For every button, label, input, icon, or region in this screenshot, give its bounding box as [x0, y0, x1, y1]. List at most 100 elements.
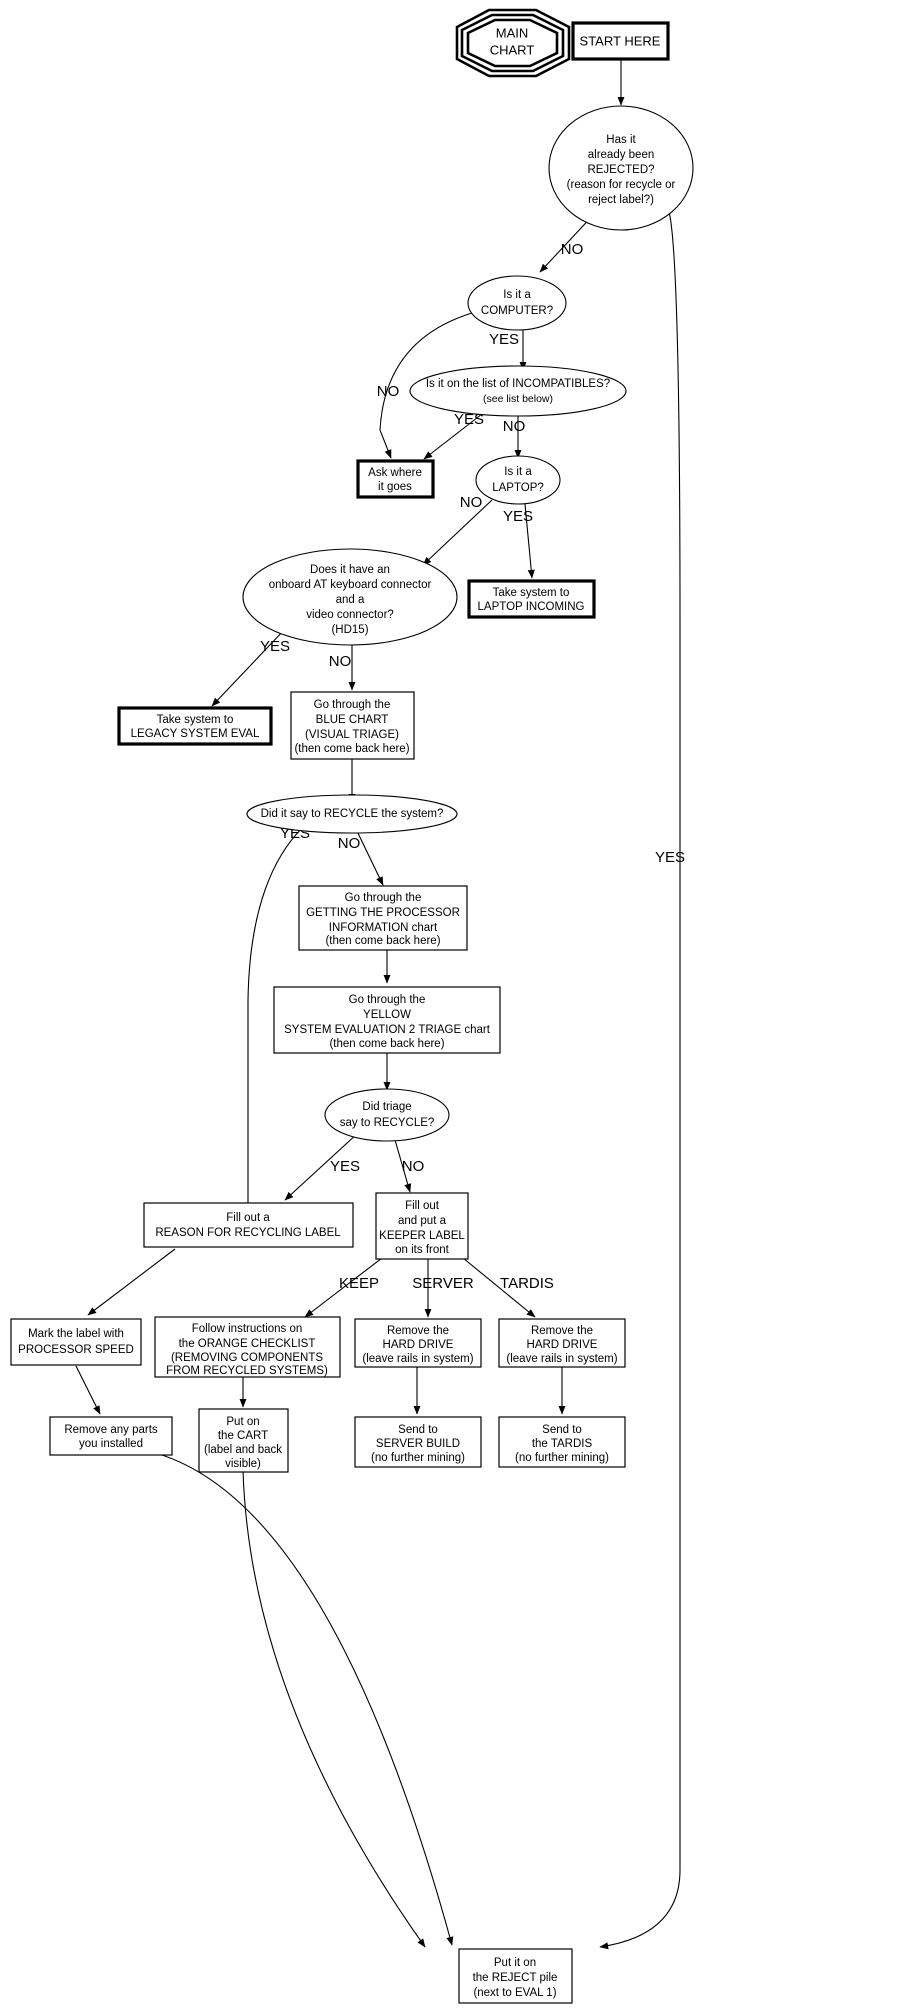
node-incompatibles[interactable]: Is it on the list of INCOMPATIBLES? (see… [409, 365, 627, 417]
orange-checklist-line2: the ORANGE CHECKLIST [179, 1338, 316, 1350]
edge-label-laptop-no: NO [460, 494, 483, 511]
node-laptop-incoming[interactable]: Take system to LAPTOP INCOMING [467, 579, 596, 619]
edge-label-rejected-yes: YES [655, 849, 685, 866]
remove-parts-box[interactable] [49, 1416, 173, 1456]
edge-laptop-no-to-atkbd [422, 499, 493, 566]
edge-triage-no-to-keeper [392, 1132, 412, 1193]
say-recycle-line1: Did it say to RECYCLE the system? [261, 808, 444, 820]
processor-info-box[interactable] [298, 885, 468, 951]
node-yellow-chart[interactable]: Go through the YELLOW SYSTEM EVALUATION … [273, 986, 501, 1054]
put-on-cart-line3: (label and back [204, 1444, 282, 1456]
node-ask-where[interactable]: Ask where it goes [356, 459, 435, 499]
yellow-chart-box[interactable] [273, 986, 501, 1054]
processor-info-line1: Go through the [345, 892, 422, 904]
rejected-line5: reject label?) [588, 194, 654, 206]
at-keyboard-line5: (HD15) [331, 624, 368, 636]
remove-hd-tardis-line2: HARD DRIVE [527, 1339, 598, 1351]
edge-label-keep: KEEP [339, 1275, 379, 1292]
reason-label-box[interactable] [143, 1202, 354, 1248]
is-computer-line2: COMPUTER? [481, 305, 553, 317]
edge-computer-no-to-ask-where [379, 312, 473, 459]
laptop-incoming-box[interactable] [467, 579, 596, 619]
tardis-box[interactable] [498, 1416, 626, 1468]
at-keyboard-line1: Does it have an [310, 564, 390, 576]
edge-reason-to-mark-label [87, 1248, 176, 1316]
node-server-build[interactable]: Send to SERVER BUILD (no further mining) [354, 1416, 482, 1468]
edges [75, 58, 681, 1950]
blue-chart-line2: BLUE CHART [316, 714, 389, 726]
node-reason-label[interactable]: Fill out a REASON FOR RECYCLING LABEL [143, 1202, 354, 1248]
triage-recycle-ellipse[interactable] [324, 1088, 450, 1142]
keeper-label-box[interactable] [375, 1192, 469, 1260]
edge-label-recycle-no: NO [338, 835, 361, 852]
blue-chart-box[interactable] [290, 691, 415, 760]
reject-pile-box[interactable] [458, 1948, 573, 2004]
edge-label-atkbd-yes: YES [260, 638, 290, 655]
server-build-box[interactable] [354, 1416, 482, 1468]
node-mark-label[interactable]: Mark the label with PROCESSOR SPEED [10, 1318, 142, 1366]
edge-labels: NO YES YES NO YES NO NO YES YES NO YES N… [260, 241, 685, 1292]
remove-hd-server-box[interactable] [354, 1318, 482, 1368]
start-here-box[interactable] [571, 21, 670, 61]
yellow-chart-line3: SYSTEM EVALUATION 2 TRIAGE chart [284, 1024, 491, 1036]
node-legacy-eval[interactable]: Take system to LEGACY SYSTEM EVAL [117, 706, 273, 746]
node-rejected[interactable]: Has it already been REJECTED? (reason fo… [548, 105, 694, 231]
incompatibles-line1: Is it on the list of INCOMPATIBLES? [426, 378, 610, 390]
node-keeper-label[interactable]: Fill out and put a KEEPER LABEL on its f… [375, 1192, 469, 1260]
is-computer-ellipse[interactable] [467, 275, 567, 331]
tardis-line2: the TARDIS [532, 1438, 593, 1450]
edge-label-computer-yes: YES [489, 331, 519, 348]
node-reject-pile[interactable]: Put it on the REJECT pile (next to EVAL … [458, 1948, 573, 2004]
put-on-cart-box[interactable] [198, 1408, 289, 1473]
edge-triage-yes-to-reason-label [284, 1132, 359, 1201]
node-remove-parts[interactable]: Remove any parts you installed [49, 1416, 173, 1456]
edge-label-laptop-yes: YES [503, 508, 533, 525]
laptop-incoming-line1: Take system to [493, 587, 570, 599]
node-remove-hd-server[interactable]: Remove the HARD DRIVE (leave rails in sy… [354, 1318, 482, 1368]
legacy-eval-box[interactable] [117, 706, 273, 746]
edge-mark-label-to-remove-parts [75, 1365, 101, 1415]
remove-hd-tardis-box[interactable] [498, 1318, 626, 1368]
node-is-computer[interactable]: Is it a COMPUTER? [467, 275, 567, 331]
say-recycle-ellipse[interactable] [246, 794, 458, 834]
legacy-eval-line1: Take system to [157, 714, 234, 726]
node-say-recycle[interactable]: Did it say to RECYCLE the system? [246, 794, 458, 834]
edge-label-incompat-yes: YES [454, 411, 484, 428]
incompatibles-ellipse[interactable] [409, 365, 627, 417]
node-blue-chart[interactable]: Go through the BLUE CHART (VISUAL TRIAGE… [290, 691, 415, 760]
processor-info-line2: GETTING THE PROCESSOR [306, 907, 460, 919]
edge-laptop-yes-to-laptop-incoming [524, 503, 535, 579]
node-orange-checklist[interactable]: Follow instructions on the ORANGE CHECKL… [154, 1316, 341, 1378]
at-keyboard-line2: onboard AT keyboard connector [269, 579, 432, 591]
node-put-on-cart[interactable]: Put on the CART (label and back visible) [198, 1408, 289, 1473]
at-keyboard-ellipse[interactable] [242, 548, 458, 646]
node-triage-recycle[interactable]: Did triage say to RECYCLE? [324, 1088, 450, 1142]
reject-pile-line1: Put it on [494, 1957, 536, 1969]
server-build-line3: (no further mining) [371, 1452, 465, 1464]
node-at-keyboard[interactable]: Does it have an onboard AT keyboard conn… [242, 548, 458, 646]
rejected-ellipse[interactable] [548, 105, 694, 231]
node-processor-info[interactable]: Go through the GETTING THE PROCESSOR INF… [298, 885, 468, 951]
node-start-here[interactable]: START HERE [571, 21, 670, 61]
ask-where-box[interactable] [356, 459, 435, 499]
at-keyboard-line3: and a [336, 594, 365, 606]
node-remove-hd-tardis[interactable]: Remove the HARD DRIVE (leave rails in sy… [498, 1318, 626, 1368]
rejected-line3: REJECTED? [587, 164, 654, 176]
orange-checklist-line3: (REMOVING COMPONENTS [171, 1352, 323, 1364]
mark-label-box[interactable] [10, 1318, 142, 1366]
blue-chart-line3: (VISUAL TRIAGE) [305, 729, 399, 741]
remove-parts-line1: Remove any parts [64, 1424, 158, 1436]
tardis-line3: (no further mining) [515, 1452, 609, 1464]
node-tardis[interactable]: Send to the TARDIS (no further mining) [498, 1416, 626, 1468]
blue-chart-line4: (then come back here) [294, 743, 409, 755]
orange-checklist-line4: FROM RECYCLED SYSTEMS) [166, 1365, 328, 1377]
put-on-cart-line1: Put on [226, 1416, 259, 1428]
processor-info-line4: (then come back here) [325, 935, 440, 947]
edge-label-triage-no: NO [402, 1158, 425, 1175]
remove-hd-server-line2: HARD DRIVE [383, 1339, 454, 1351]
orange-checklist-box[interactable] [154, 1316, 341, 1378]
node-is-laptop[interactable]: Is it a LAPTOP? [475, 455, 561, 505]
is-laptop-ellipse[interactable] [475, 455, 561, 505]
is-laptop-line1: Is it a [504, 466, 532, 478]
